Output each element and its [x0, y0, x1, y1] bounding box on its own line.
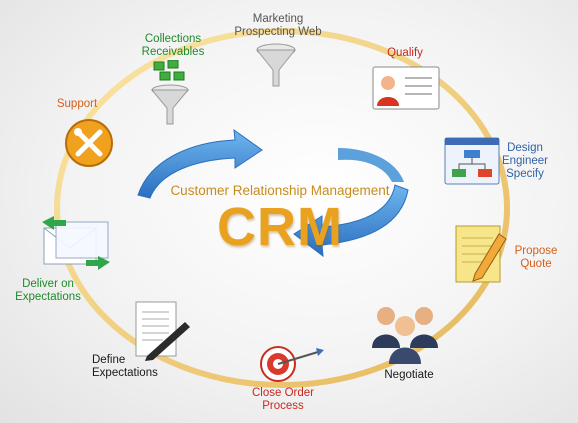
node-label-qualify: Qualify	[387, 47, 423, 59]
notepad-pencil-icon	[455, 225, 507, 283]
profile-card-icon	[372, 66, 440, 110]
cycle-arrow-upper	[137, 128, 263, 199]
node-label-negotiate: Negotiate	[384, 369, 434, 381]
crm-subtitle: Customer Relationship Management	[170, 183, 390, 198]
cycle-ring	[54, 28, 510, 388]
cycle-arrow-right-tail	[338, 148, 404, 182]
money-funnel-icon	[150, 60, 190, 125]
flowchart-window-icon	[444, 137, 500, 185]
tools-icon	[65, 119, 113, 167]
target-dart-icon	[260, 346, 324, 382]
node-label-support: Support	[56, 98, 98, 110]
people-group-icon	[372, 307, 438, 364]
funnel-icon	[255, 43, 297, 87]
document-pen-icon	[135, 301, 190, 361]
mail-arrows-icon	[42, 216, 110, 270]
cycle-arrow-lower	[293, 184, 409, 258]
crm-title: CRM	[217, 197, 343, 257]
